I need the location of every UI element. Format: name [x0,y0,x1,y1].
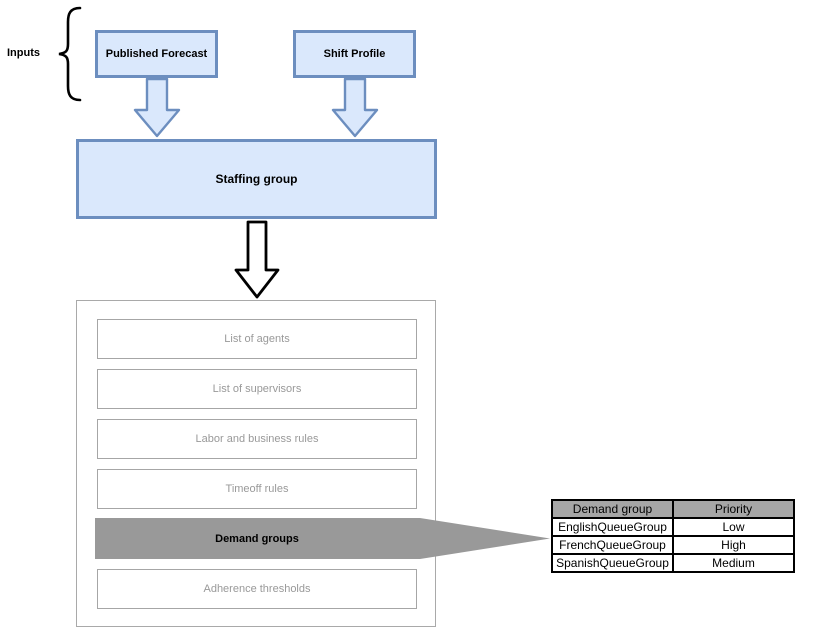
demand-group-cell: SpanishQueueGroup [551,553,674,573]
demand-priority-table: Demand group Priority EnglishQueueGroup … [551,499,795,573]
config-item-timeoff-rules: Timeoff rules [97,469,417,509]
staffing-group-box: Staffing group [76,139,437,219]
column-header-demand-group: Demand group [551,499,674,519]
table-header-row: Demand group Priority [551,499,795,519]
table-row: SpanishQueueGroup Medium [551,553,795,573]
down-arrow-icon [331,78,379,138]
config-item-label: List of agents [224,333,290,345]
shift-profile-box: Shift Profile [293,30,416,78]
published-forecast-label: Published Forecast [105,48,208,60]
table-row: EnglishQueueGroup Low [551,517,795,537]
demand-group-cell: FrenchQueueGroup [551,535,674,555]
down-arrow-icon [234,220,280,299]
config-item-label: Adherence thresholds [203,583,311,595]
priority-cell: Medium [672,553,795,573]
config-item-adherence-thresholds: Adherence thresholds [97,569,417,609]
inputs-label: Inputs [7,47,40,59]
priority-cell: High [672,535,795,555]
down-arrow-icon [133,78,181,138]
config-item-labor-business-rules: Labor and business rules [97,419,417,459]
demand-groups-label: Demand groups [215,532,299,545]
priority-cell: Low [672,517,795,537]
shift-profile-label: Shift Profile [323,48,386,60]
config-item-demand-groups: Demand groups [97,518,417,559]
published-forecast-box: Published Forecast [95,30,218,78]
demand-group-cell: EnglishQueueGroup [551,517,674,537]
config-item-label: Timeoff rules [225,483,289,495]
right-arrow-shape [95,518,550,559]
config-item-label: Labor and business rules [195,433,319,445]
column-header-priority: Priority [672,499,795,519]
config-item-label: List of supervisors [212,383,302,395]
table-row: FrenchQueueGroup High [551,535,795,555]
config-item-list-of-supervisors: List of supervisors [97,369,417,409]
staffing-group-label: Staffing group [215,172,298,186]
curly-brace-icon [58,6,82,102]
config-item-list-of-agents: List of agents [97,319,417,359]
